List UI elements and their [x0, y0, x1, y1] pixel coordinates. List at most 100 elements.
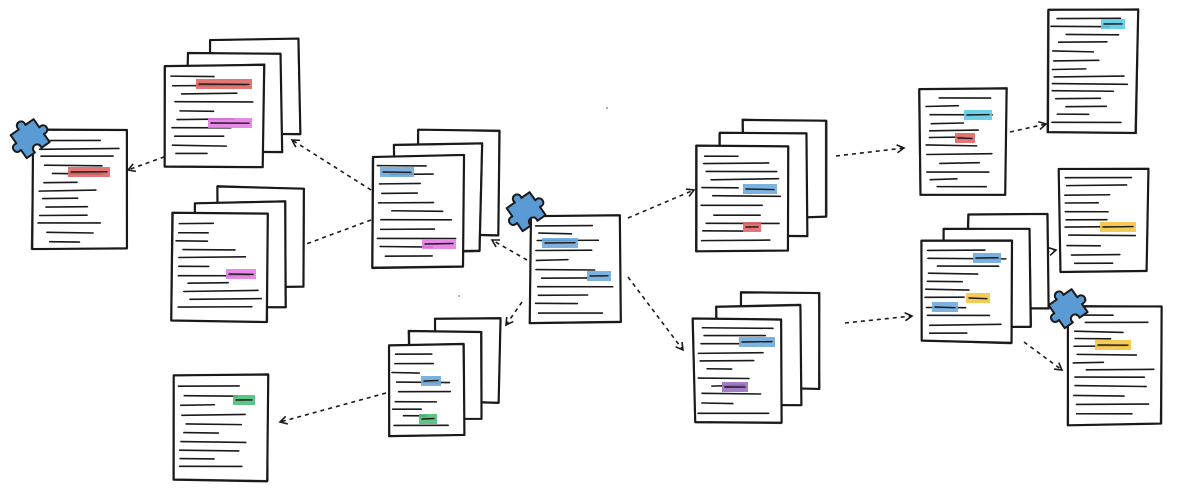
document-icon	[917, 87, 1008, 197]
document-icon	[1047, 288, 1163, 427]
front-page-text-line-8	[171, 144, 228, 147]
front-page-text-line-5	[1076, 353, 1138, 356]
front-page-text-line-1	[1065, 184, 1128, 187]
front-page-text-line-8	[182, 289, 259, 293]
front-page-text-line-2	[391, 371, 421, 374]
highlight-yellow-ink	[968, 297, 988, 300]
front-page-sketch-stroke	[692, 317, 782, 425]
front-page	[695, 144, 790, 253]
document-icon	[172, 373, 270, 483]
front-page-sketch-stroke	[163, 63, 266, 168]
puzzle-piece-icon	[505, 191, 547, 233]
front-page	[1066, 305, 1163, 427]
dashed-arrow-icon	[126, 142, 203, 173]
front-page-text-line-3	[930, 122, 965, 125]
front-page-text-line-9	[1074, 384, 1147, 388]
front-page-sketch-stroke	[921, 239, 1012, 345]
front-page-text-line-9	[1051, 89, 1115, 93]
puzzle-piece-icon	[1047, 288, 1089, 330]
arrows-layer	[126, 120, 1064, 425]
document-stack-icon	[387, 317, 502, 438]
front-page	[31, 128, 129, 251]
front-page-text-line-5	[711, 194, 782, 198]
documents-layer	[9, 8, 1163, 483]
front-page-text-line-6	[1072, 361, 1105, 364]
front-page-text-line-5	[1052, 59, 1100, 62]
front-page-text-line-3	[927, 272, 979, 275]
front-page-text-line-7	[926, 152, 993, 156]
front-page-sketch-stroke	[371, 154, 465, 268]
stray-dot	[458, 295, 460, 297]
highlight-blue-ink	[745, 188, 775, 191]
dashed-arrow-icon	[844, 312, 914, 324]
puzzle-piece-icon	[9, 118, 51, 160]
front-page	[172, 373, 270, 483]
front-page-text-line-7	[1053, 75, 1125, 78]
front-page-text-line-10	[1072, 394, 1125, 397]
document-stack-icon	[371, 128, 501, 270]
front-page-text-line-8	[1051, 82, 1129, 86]
front-page-text-line-5	[924, 288, 970, 291]
front-page-text-line-3	[43, 164, 103, 167]
front-page-text-line-2	[180, 92, 238, 95]
front-page-text-line-9	[189, 297, 263, 301]
document-icon	[1046, 8, 1140, 135]
dashed-arrow-icon	[505, 301, 523, 327]
front-page-text-line-6	[180, 440, 247, 444]
document-stack-icon	[170, 185, 305, 324]
front-page-text-line-9	[928, 323, 1002, 327]
front-page-text-line-10	[929, 177, 958, 181]
document-icon	[505, 191, 622, 325]
document-stack-icon	[163, 37, 302, 169]
front-page-text-line-8	[701, 392, 762, 395]
highlight-blue-ink	[934, 306, 956, 309]
front-page-text-line-4	[185, 423, 243, 426]
front-page-text-line-1	[183, 394, 239, 397]
front-page-text-line-5	[390, 209, 444, 213]
document-stack-icon	[695, 118, 828, 253]
dashed-arrow-icon	[278, 392, 387, 425]
front-page-text-line-6	[38, 189, 97, 192]
front-page-text-line-6	[1051, 68, 1087, 71]
front-page-text-line-6	[925, 144, 978, 147]
dashed-arrow-icon	[1023, 341, 1064, 371]
front-page-text-line-4	[535, 258, 569, 262]
front-page	[170, 211, 269, 324]
dashed-arrow-icon	[1009, 120, 1048, 133]
dashed-arrow-icon	[490, 239, 528, 261]
front-page-text-line-7	[1067, 234, 1137, 237]
dashed-arrow-icon	[288, 219, 372, 253]
front-page-text-line-11	[46, 231, 94, 234]
front-page-text-line-1	[38, 147, 120, 151]
front-page-text-line-1	[702, 162, 770, 165]
front-page-text-line-3	[710, 177, 780, 181]
front-page-text-line-7	[178, 449, 240, 452]
front-page-text-line-2	[179, 403, 216, 407]
front-page-text-line-1	[538, 232, 573, 235]
document-stack-icon	[920, 212, 1050, 345]
dashed-arrow-icon	[835, 144, 906, 157]
front-page-sketch-stroke	[529, 215, 622, 324]
highlight-blue-ink	[423, 379, 439, 382]
front-page-text-line-3	[181, 413, 246, 417]
dashed-arrow-icon	[627, 188, 696, 219]
front-page-sketch-stroke	[173, 373, 269, 482]
front-page-text-line-2	[1074, 330, 1124, 334]
document-icon	[9, 118, 129, 251]
front-page-sketch-stroke	[1046, 8, 1140, 135]
front-page-text-line-1	[925, 104, 960, 108]
front-page-text-line-0	[701, 326, 774, 330]
front-page-text-line-4	[1051, 50, 1095, 53]
document-stack-icon	[691, 291, 821, 425]
front-page-text-line-7	[187, 281, 229, 284]
document-icon	[1057, 167, 1150, 274]
dashed-arrow-icon	[627, 276, 684, 352]
front-page-sketch-stroke	[388, 342, 466, 438]
front-page-text-line-4	[178, 255, 247, 259]
front-page-text-line-10	[700, 239, 771, 242]
front-page-text-line-9	[1070, 253, 1121, 256]
stray-dot	[606, 107, 608, 109]
dashed-arrow-icon	[290, 139, 372, 191]
